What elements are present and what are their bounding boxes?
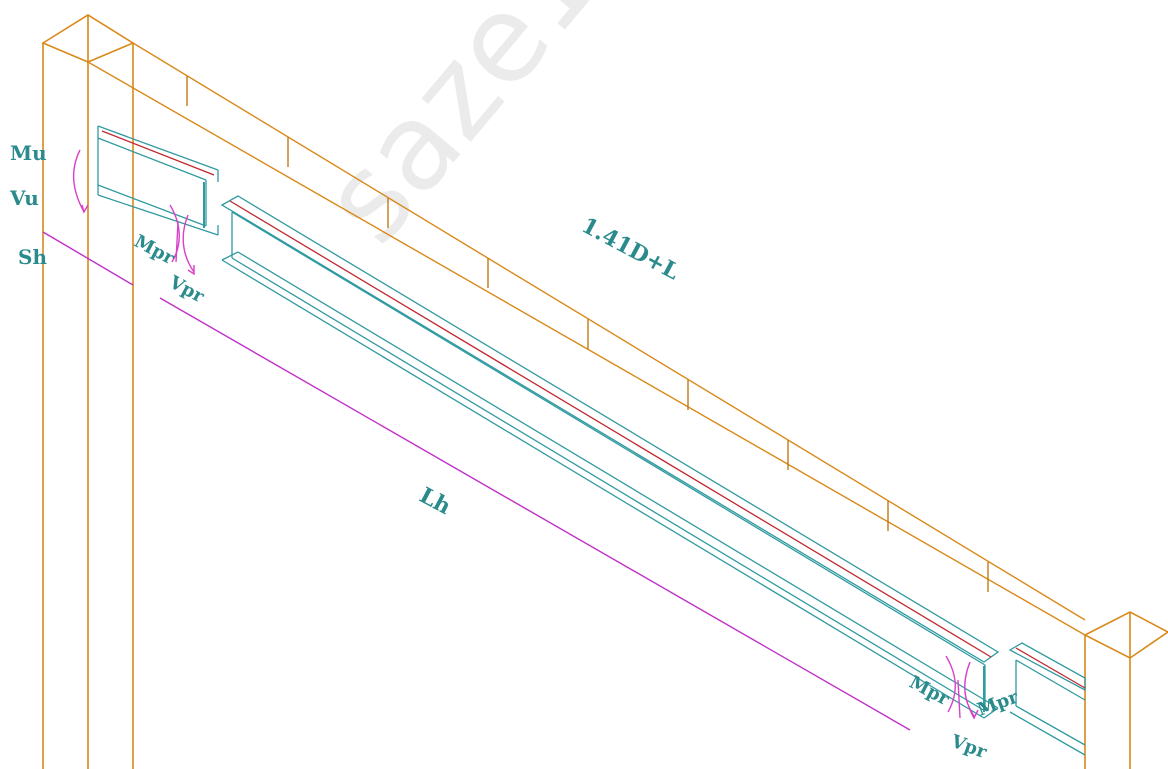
label-mpr-left: Mpr [131, 231, 178, 269]
label-vu: Vu [9, 186, 39, 210]
label-mu: Mu [10, 141, 47, 165]
mpr-left-arc-2 [182, 214, 195, 273]
label-mpr-right-b: Mpr [975, 686, 1022, 720]
label-vpr-left: Vpr [165, 271, 208, 307]
label-sh: Sh [18, 245, 47, 269]
mu-moment-arc [72, 149, 85, 213]
mpr-left-arc-1 [169, 204, 180, 263]
distributed-load [87, 42, 1086, 636]
load-arrows [186, 76, 989, 592]
moment-symbols [72, 149, 979, 720]
dimension-lines [42, 231, 911, 731]
label-vpr-right: Vpr [947, 731, 989, 764]
mpr-right-arc-1 [945, 655, 956, 713]
main-beam [220, 195, 1000, 719]
right-beam-stub [1008, 642, 1086, 756]
sh-dimension-line [42, 231, 134, 286]
right-column [1083, 611, 1168, 769]
left-column [41, 14, 135, 769]
label-load: 1.41D+L [577, 212, 683, 285]
left-beam-stub [97, 125, 219, 236]
lh-dimension-line [159, 297, 911, 731]
label-lh: Lh [415, 482, 455, 520]
